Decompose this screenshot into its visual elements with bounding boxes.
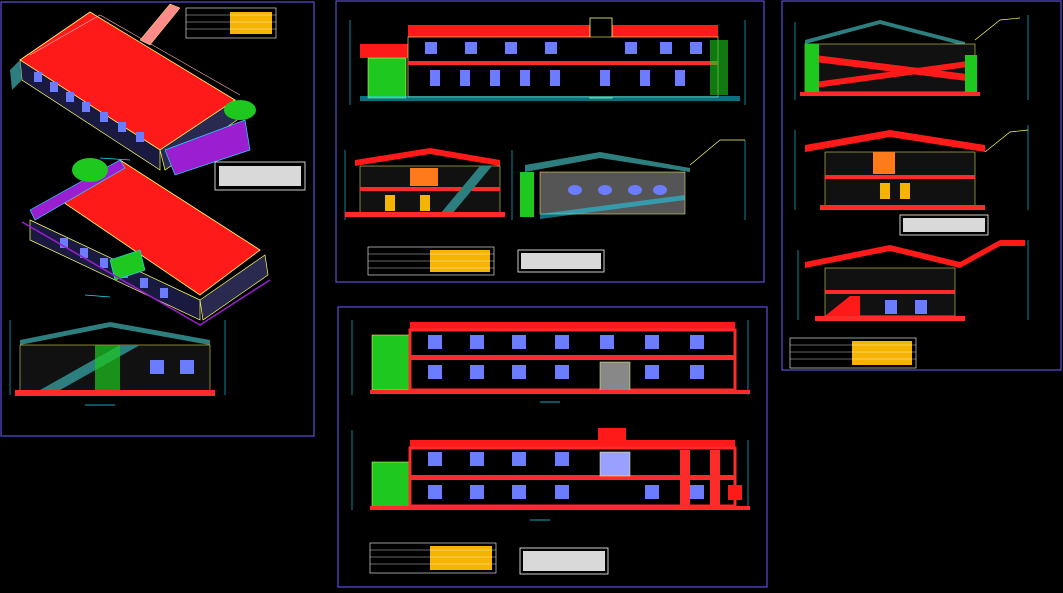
stair-tower	[109, 249, 146, 281]
stair-core	[95, 345, 120, 390]
front-elevation	[349, 17, 746, 105]
sheet-sections-right	[781, 0, 1062, 371]
section-bottom	[797, 240, 1029, 321]
title-block	[789, 337, 917, 369]
section-b	[511, 139, 746, 220]
sheet-border	[337, 306, 768, 588]
note-box	[519, 547, 609, 575]
annex-roof	[164, 119, 251, 176]
upper-windows	[425, 42, 702, 54]
title-block-upper	[185, 7, 277, 39]
sheet-elevations-bottom	[337, 306, 768, 588]
sheet-border	[781, 0, 1062, 371]
ramp	[139, 3, 181, 46]
floor-slab	[15, 390, 215, 396]
roof-section	[355, 148, 500, 166]
sheet-border	[0, 1, 315, 437]
sheet-border	[335, 0, 765, 283]
base-plinth	[21, 221, 271, 326]
section-middle	[794, 125, 1029, 210]
sheet-isometric-views	[0, 1, 315, 437]
note-box-middle	[214, 161, 306, 191]
section-view-lower-left	[9, 320, 226, 406]
view-label-line	[84, 294, 111, 298]
note-box	[517, 249, 605, 273]
isometric-view-upper	[10, 3, 256, 176]
note-box	[899, 214, 989, 236]
isometric-view-lower	[21, 158, 271, 326]
section-a	[344, 148, 505, 220]
side-elevation	[351, 428, 750, 521]
curved-canopy	[72, 158, 108, 182]
sheet-elevations-top	[335, 0, 765, 283]
ground-line	[360, 96, 740, 101]
lower-windows	[430, 70, 685, 86]
roof-section	[20, 322, 210, 345]
roof-ridge	[29, 14, 241, 96]
stair-flight	[440, 166, 492, 214]
curved-canopy	[224, 100, 256, 120]
side-wall	[10, 60, 22, 90]
facade-windows	[34, 72, 144, 142]
rear-elevation	[351, 320, 750, 403]
roof-section	[525, 152, 690, 172]
side-facade	[199, 254, 269, 321]
title-block	[369, 542, 497, 574]
title-block	[367, 246, 495, 276]
view-label-line	[99, 157, 131, 161]
section-top	[794, 15, 1029, 100]
roof-band	[408, 25, 718, 37]
